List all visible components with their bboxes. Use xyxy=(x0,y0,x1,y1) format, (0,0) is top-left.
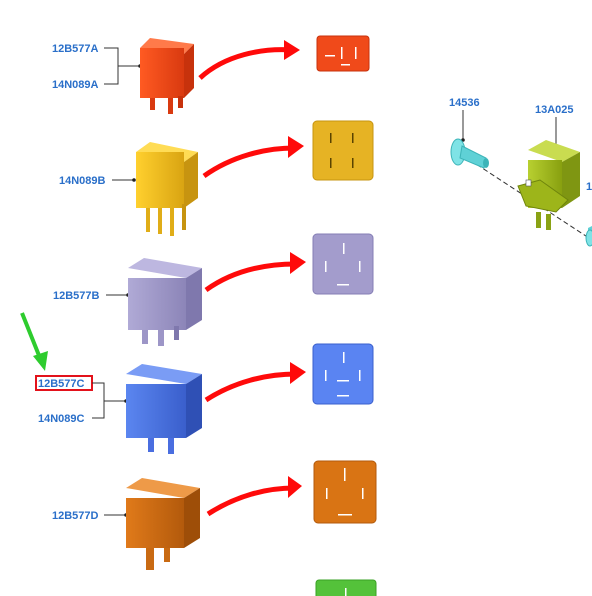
relay-c-icon xyxy=(128,258,202,346)
bolt-partial-icon xyxy=(585,226,592,247)
part-label-14536[interactable]: 14536 xyxy=(449,97,480,109)
relay-row-c: 12B577B xyxy=(53,233,374,346)
mounting-assembly: 14536 13A025 1 xyxy=(449,97,592,247)
arrowhead-d xyxy=(290,362,306,384)
relay-row-e: 12B577D xyxy=(52,460,377,570)
pinout-a-icon xyxy=(316,35,370,72)
bolt-icon xyxy=(450,138,489,169)
curved-arrow-a xyxy=(198,47,293,80)
arrowhead-a xyxy=(284,40,300,60)
curved-arrow-d xyxy=(204,371,297,403)
leader-line-d xyxy=(92,382,126,419)
relay-row-d: 12B577C 14N089C xyxy=(20,312,374,454)
part-label-13a025[interactable]: 13A025 xyxy=(535,104,574,116)
bracket-relay-icon xyxy=(517,140,580,230)
pinout-f-icon xyxy=(315,579,377,596)
pinout-c-icon xyxy=(312,233,374,295)
part-label-12b577a[interactable]: 12B577A xyxy=(52,43,99,55)
part-label-14n089a[interactable]: 14N089A xyxy=(52,79,99,91)
part-label-14n089b[interactable]: 14N089B xyxy=(59,175,106,187)
relay-d-icon xyxy=(126,364,202,454)
part-label-12b577b[interactable]: 12B577B xyxy=(53,290,100,302)
relay-row-a: 12B577A 14N089A xyxy=(52,35,370,114)
pinout-d-icon xyxy=(312,343,374,405)
leader-line-a xyxy=(104,47,140,85)
relay-row-b: 14N089B xyxy=(59,120,374,236)
curved-arrow-b xyxy=(202,145,295,179)
part-label-12b577d[interactable]: 12B577D xyxy=(52,510,99,522)
pinout-b-icon xyxy=(312,120,374,181)
leader-dot-b xyxy=(132,178,136,182)
part-label-partial[interactable]: 1 xyxy=(586,181,592,193)
arrowhead-c xyxy=(290,252,306,274)
relay-b-icon xyxy=(136,142,198,236)
part-label-14n089c[interactable]: 14N089C xyxy=(38,413,85,425)
curved-arrow-e xyxy=(206,485,295,517)
relay-e-icon xyxy=(126,478,200,570)
arrowhead-b xyxy=(288,136,304,158)
pinout-e-icon xyxy=(313,460,377,524)
relay-a-icon xyxy=(140,38,194,114)
curved-arrow-c xyxy=(204,261,297,293)
arrowhead-e xyxy=(288,476,302,498)
pointer-arrow-head xyxy=(33,351,48,371)
pointer-arrow-shaft xyxy=(20,312,42,359)
part-label-12b577c[interactable]: 12B577C xyxy=(38,378,85,390)
